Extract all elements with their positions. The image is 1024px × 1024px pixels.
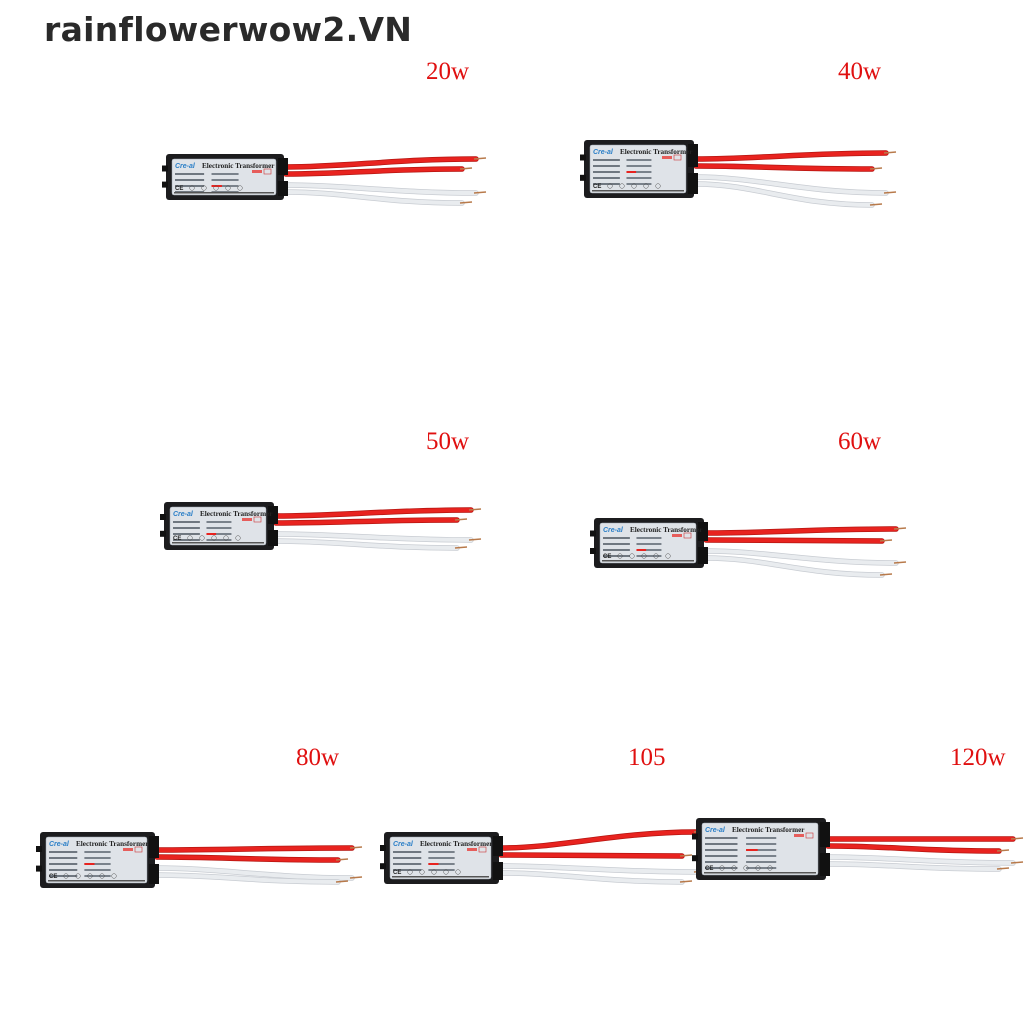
red-wire [704,538,884,543]
white-wire [826,862,1001,871]
red-wire [155,855,340,862]
white-wire [274,539,459,550]
copper-wire-tip [893,561,907,564]
wattage-label-105: 105 [628,744,666,771]
red-wire [499,853,684,858]
copper-wire-tip [893,527,907,530]
wattage-label-50w: 50w [426,428,470,455]
watermark-text: rainflowerwow2.VN [44,10,413,49]
wattage-label-60w: 60w [838,428,882,455]
white-wire [284,190,464,205]
white-wire [284,183,478,195]
copper-wire-tip [869,167,883,170]
copper-wire-tip [679,880,693,883]
wattage-label-80w: 80w [296,744,340,771]
red-wire [284,167,464,176]
copper-wire-tip [879,573,893,576]
ce-mark-icon: CE [593,184,601,190]
red-wire [704,527,898,535]
device-title: Electronic Transformer [420,840,493,848]
device-title: Electronic Transformer [202,162,275,170]
brand-logo: Cre-al [393,841,414,848]
copper-wire-tip [459,201,473,204]
copper-wire-tip [468,538,482,541]
copper-wire-tip [679,854,693,857]
copper-wire-tip [335,858,349,861]
copper-wire-tip [996,867,1010,870]
ce-mark-icon: CE [173,536,181,542]
white-wire [499,864,698,874]
device-title: Electronic Transformer [76,840,149,848]
red-wire [826,844,1001,853]
device-title: Electronic Transformer [630,526,703,534]
white-wire [704,556,884,577]
red-wire [499,830,698,850]
device-title: Electronic Transformer [732,826,805,834]
copper-wire-tip [349,846,363,849]
white-wire [704,549,898,565]
copper-wire-tip [454,546,468,549]
red-wire [155,846,354,852]
ce-mark-icon: CE [705,866,713,872]
copper-wire-tip [1010,861,1024,864]
white-wire [826,855,1015,865]
copper-wire-tip [335,880,349,883]
brand-logo: Cre-al [175,163,196,170]
copper-wire-tip [869,203,883,206]
white-wire [155,873,340,884]
ce-mark-icon: CE [603,554,611,560]
copper-wire-tip [996,849,1010,852]
wattage-label-20w: 20w [426,58,470,85]
white-wire [694,175,888,195]
ce-mark-icon: CE [175,186,183,192]
ce-mark-icon: CE [393,870,401,876]
red-wire [284,157,478,169]
brand-logo: Cre-al [603,527,624,534]
wattage-label-120w: 120w [950,744,1006,771]
ce-mark-icon: CE [49,874,57,880]
copper-wire-tip [459,167,473,170]
red-wire [274,508,473,518]
white-wire [499,871,684,884]
brand-logo: Cre-al [49,841,70,848]
device-title: Electronic Transformer [620,148,693,156]
white-wire [694,182,874,207]
copper-wire-tip [883,151,897,154]
white-wire [274,532,473,542]
red-wire [274,518,459,525]
copper-wire-tip [883,191,897,194]
copper-wire-tip [879,539,893,542]
device-title: Electronic Transformer [200,510,273,518]
copper-wire-tip [1010,837,1024,840]
red-wire [694,151,888,161]
spec-label-plate [169,506,267,546]
spec-label-plate [45,836,148,884]
copper-wire-tip [349,876,363,879]
wattage-label-40w: 40w [838,58,882,85]
brand-logo: Cre-al [173,511,194,518]
brand-logo: Cre-al [705,827,726,834]
brand-logo: Cre-al [593,149,614,156]
copper-wire-tip [468,508,482,511]
white-wire [155,866,354,880]
red-wire [694,164,874,171]
copper-wire-tip [454,518,468,521]
copper-wire-tip [473,191,487,194]
copper-wire-tip [473,157,487,160]
